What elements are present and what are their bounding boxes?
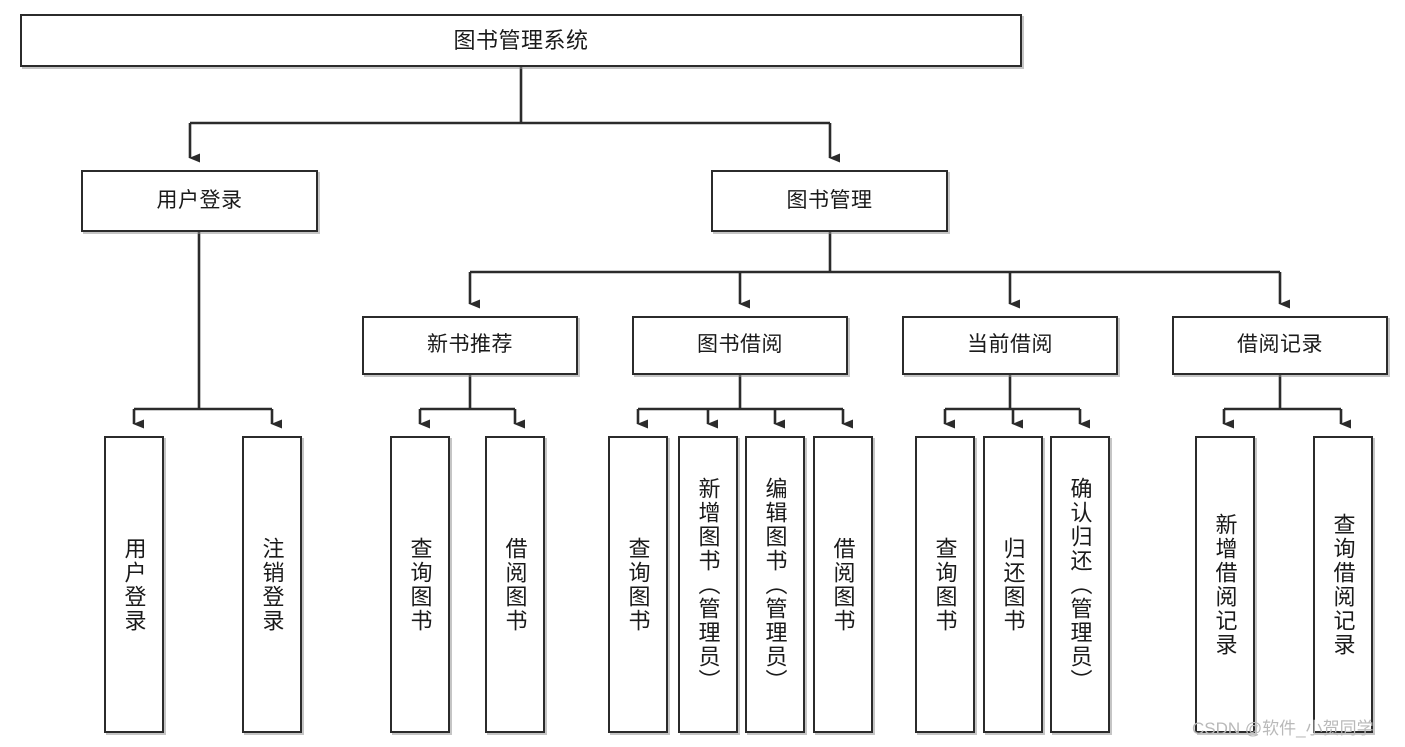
node-book-borrow[interactable]: 图书借阅 [632, 316, 848, 375]
node-leaf-return-book[interactable]: 归还图书 [983, 436, 1043, 733]
node-label: 借阅图书 [830, 536, 856, 633]
node-label: 编辑图书（管理员） [762, 476, 788, 693]
node-book-manage[interactable]: 图书管理 [711, 170, 948, 232]
node-leaf-add-book-admin[interactable]: 新增图书（管理员） [678, 436, 738, 733]
node-user-login[interactable]: 用户登录 [81, 170, 318, 232]
node-label: 查询借阅记录 [1330, 512, 1356, 657]
node-leaf-query-book-recommend[interactable]: 查询图书 [390, 436, 450, 733]
node-leaf-query-borrow-record[interactable]: 查询借阅记录 [1313, 436, 1373, 733]
node-label: 查询图书 [407, 536, 433, 633]
node-label: 图书借阅 [697, 333, 783, 357]
node-label: 图书管理系统 [453, 27, 589, 53]
node-label: 查询图书 [932, 536, 958, 633]
node-label: 图书管理 [786, 188, 873, 212]
node-label: 借阅记录 [1237, 333, 1323, 357]
node-label: 归还图书 [1000, 536, 1026, 633]
node-leaf-add-borrow-record[interactable]: 新增借阅记录 [1195, 436, 1255, 733]
node-leaf-borrow-book-recommend[interactable]: 借阅图书 [485, 436, 545, 733]
watermark-text: CSDN @软件_小贺同学 [1192, 719, 1374, 738]
node-leaf-confirm-return-admin[interactable]: 确认归还（管理员） [1050, 436, 1110, 733]
node-label: 新书推荐 [427, 333, 513, 357]
node-borrow-record[interactable]: 借阅记录 [1172, 316, 1388, 375]
node-label: 确认归还（管理员） [1067, 476, 1093, 693]
node-leaf-query-book-current[interactable]: 查询图书 [915, 436, 975, 733]
node-leaf-user-login[interactable]: 用户登录 [104, 436, 164, 733]
node-label: 用户登录 [156, 188, 243, 212]
node-leaf-edit-book-admin[interactable]: 编辑图书（管理员） [745, 436, 805, 733]
node-label: 新增借阅记录 [1212, 512, 1238, 657]
node-label: 借阅图书 [502, 536, 528, 633]
node-label: 新增图书（管理员） [695, 476, 721, 693]
node-leaf-query-book-borrow[interactable]: 查询图书 [608, 436, 668, 733]
node-label: 当前借阅 [967, 333, 1053, 357]
node-label: 查询图书 [625, 536, 651, 633]
node-current-borrow[interactable]: 当前借阅 [902, 316, 1118, 375]
node-new-book-recommend[interactable]: 新书推荐 [362, 316, 578, 375]
node-leaf-borrow-book[interactable]: 借阅图书 [813, 436, 873, 733]
node-label: 用户登录 [121, 536, 147, 633]
node-root-system[interactable]: 图书管理系统 [20, 14, 1022, 67]
node-leaf-logout[interactable]: 注销登录 [242, 436, 302, 733]
node-label: 注销登录 [259, 536, 285, 633]
